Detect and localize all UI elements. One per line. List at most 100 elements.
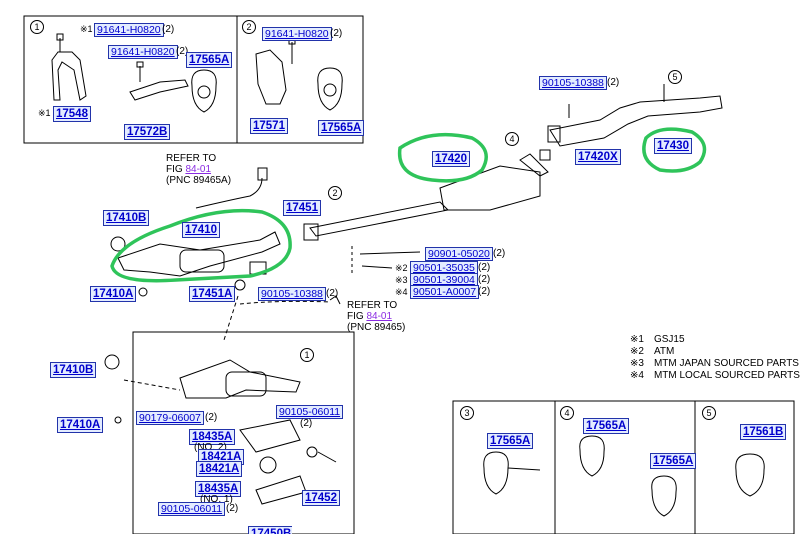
qty-inset2-a: (2) (330, 28, 343, 39)
qty-90901: (2) (493, 248, 506, 259)
part-17548[interactable]: 17548 (53, 106, 91, 122)
lower-inset-frame (132, 331, 355, 534)
part-17420x[interactable]: 17420X (575, 149, 621, 165)
part-17561b[interactable]: 17561B (740, 424, 787, 440)
part-17450b-clip: 17450B (248, 526, 292, 534)
qty-90105-06011-b: (2) (226, 503, 239, 514)
inset-2-number: 2 (242, 20, 256, 34)
inset1-mark-a: ※1 (80, 24, 93, 34)
sensor-wire-top (195, 177, 263, 209)
note-text: MTM JAPAN SOURCED PARTS (653, 358, 799, 369)
highlight-17420 (397, 132, 488, 183)
refer-top-line1: REFER TO (166, 153, 217, 164)
bracket-17571-drawing (255, 49, 287, 105)
mark-2: ※2 (395, 263, 408, 273)
part-17565a-inset2[interactable]: 17565A (318, 120, 365, 136)
note-row: ※3 MTM JAPAN SOURCED PARTS (630, 358, 799, 369)
note-mark: ※3 (630, 358, 644, 369)
bottom-inset-5-number: 5 (702, 406, 716, 420)
part-90501-a0007[interactable]: 90501-A0007 (410, 285, 480, 299)
part-17430[interactable]: 17430 (654, 138, 692, 154)
qty-inset1-a: (2) (162, 24, 175, 35)
note-row: ※1 GSJ15 (630, 334, 685, 345)
tailpipe-17430-drawing (549, 95, 723, 147)
sub-no2: (NO. 2) (194, 442, 227, 453)
callout-5: 5 (668, 70, 682, 84)
refer-top-line3: (PNC 89465A) (166, 175, 232, 186)
refer-mid-fig-link[interactable]: 84-01 (366, 311, 393, 322)
part-17565a-inset4-b[interactable]: 17565A (650, 453, 697, 469)
note-text: GSJ15 (653, 334, 685, 345)
qty-90179: (2) (205, 412, 218, 423)
part-90105-10388-mid[interactable]: 90105-10388 (258, 287, 326, 301)
highlight-17430 (642, 127, 707, 173)
bottom-inset-4-number: 4 (560, 406, 574, 420)
part-17452[interactable]: 17452 (302, 490, 340, 506)
part-17565a-inset4-a[interactable]: 17565A (583, 418, 630, 434)
inset1-mark-d: ※1 (38, 108, 51, 118)
qty-90501-35035: (2) (478, 262, 491, 273)
qty-90105-top: (2) (607, 77, 620, 88)
part-17410b-lower[interactable]: 17410B (50, 362, 97, 378)
part-91641-h0820-inset1-a[interactable]: 91641-H0820 (94, 23, 164, 37)
note-mark: ※2 (630, 346, 644, 357)
front-pipe-lower-drawing (179, 359, 301, 399)
part-90105-06011-b[interactable]: 90105-06011 (158, 502, 226, 516)
part-90179-06007[interactable]: 90179-06007 (136, 411, 204, 425)
bracket-17572b-drawing (129, 79, 189, 101)
part-17450b-partial[interactable]: 17450B (248, 526, 292, 534)
refer-top-fig-link[interactable]: 84-01 (185, 164, 212, 175)
sub-no1: (NO. 1) (200, 494, 233, 505)
hanger-inset4b-drawing (651, 475, 677, 517)
bottom-inset-3-number: 3 (460, 406, 474, 420)
part-90105-10388-top[interactable]: 90105-10388 (539, 76, 607, 90)
hanger-17565a-inset2-drawing (317, 67, 343, 111)
bracket-17548-drawing (51, 51, 87, 101)
mark-3: ※3 (395, 275, 408, 285)
part-17451a[interactable]: 17451A (189, 286, 236, 302)
note-mark: ※1 (630, 334, 644, 345)
part-17565a-inset1[interactable]: 17565A (186, 52, 233, 68)
qty-90501-39004: (2) (478, 274, 491, 285)
part-17572b[interactable]: 17572B (124, 124, 171, 140)
callout-1: 1 (300, 348, 314, 362)
callout-2: 2 (328, 186, 342, 200)
inset-1-number: 1 (30, 20, 44, 34)
qty-90105-mid: (2) (326, 288, 339, 299)
qty-90105-06011-a: (2) (300, 418, 313, 429)
callout-4: 4 (505, 132, 519, 146)
part-18435a-no2[interactable]: 18435A (189, 429, 236, 445)
part-90105-06011-a[interactable]: 90105-06011 (276, 405, 344, 419)
part-90501-39004[interactable]: 90501-39004 (410, 273, 478, 287)
part-17565a-inset3[interactable]: 17565A (487, 433, 534, 449)
part-18435a-no1[interactable]: 18435A (195, 481, 242, 497)
note-mark: ※4 (630, 370, 644, 381)
part-17410a-lower[interactable]: 17410A (57, 417, 104, 433)
part-91641-h0820-inset2[interactable]: 91641-H0820 (262, 27, 332, 41)
part-90901-05020[interactable]: 90901-05020 (425, 247, 493, 261)
front-pipe-17410-drawing (117, 231, 281, 277)
part-18421a-2[interactable]: 18421A (196, 461, 243, 477)
mark-4: ※4 (395, 287, 408, 297)
highlight-17410 (110, 208, 292, 283)
bottom-insets-frame (452, 400, 795, 534)
refer-mid-fig-prefix: FIG (347, 311, 367, 322)
refer-mid-line3: (PNC 89465) (347, 322, 406, 333)
part-17451[interactable]: 17451 (283, 200, 321, 216)
part-91641-h0820-inset1-b[interactable]: 91641-H0820 (108, 45, 178, 59)
muffler-17420-drawing (439, 165, 541, 211)
part-17410a[interactable]: 17410A (90, 286, 137, 302)
part-17410b[interactable]: 17410B (103, 210, 150, 226)
inset-2-frame (236, 15, 364, 144)
part-17571[interactable]: 17571 (250, 118, 288, 134)
part-17410[interactable]: 17410 (182, 222, 220, 238)
part-17420[interactable]: 17420 (432, 151, 470, 167)
refer-top-line2: FIG 84-01 (166, 164, 211, 175)
refer-mid-line1: REFER TO (347, 300, 398, 311)
hanger-inset5-drawing (735, 453, 765, 497)
